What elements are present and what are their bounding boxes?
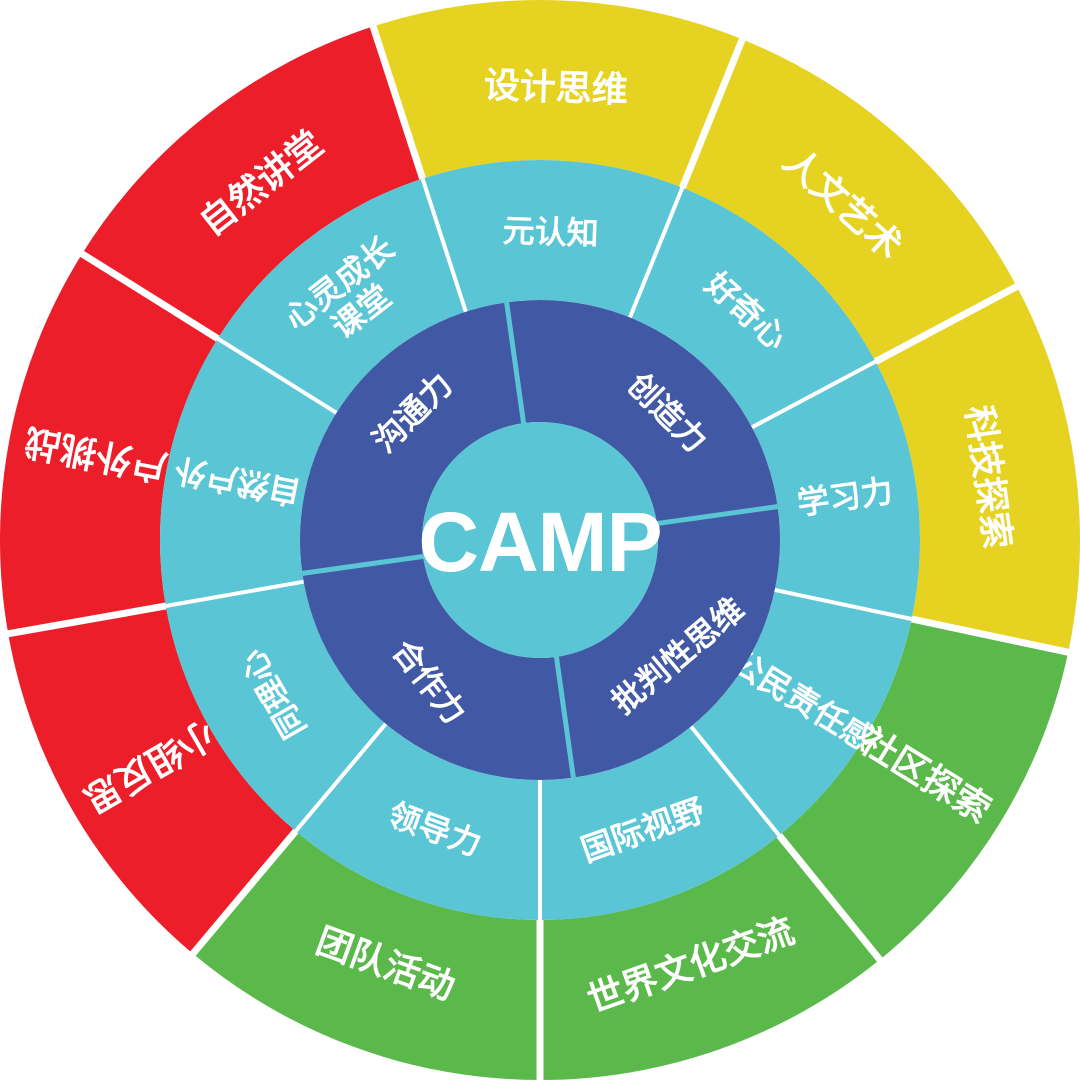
inner-divider [504, 301, 527, 424]
middle-segment [629, 187, 876, 428]
outer-divider [776, 833, 886, 965]
middle-divider [420, 177, 468, 313]
outer-segment [373, 0, 743, 188]
outer-divider [679, 34, 748, 189]
inner-divider [553, 656, 576, 779]
outer-segment [8, 605, 296, 954]
outer-segment [192, 831, 540, 1080]
outer-segment [540, 835, 880, 1080]
outer-segment [682, 39, 1017, 362]
middle-segment [422, 160, 683, 318]
middle-segment [165, 581, 386, 832]
inner-segment [506, 300, 778, 524]
outer-divider [368, 21, 426, 180]
middle-segment [751, 361, 921, 620]
middle-divider [774, 587, 913, 621]
middle-segment [217, 178, 466, 413]
outer-divider [910, 615, 1073, 657]
middle-segment [540, 726, 780, 920]
inner-divider [301, 553, 424, 576]
outer-segment [779, 619, 1069, 960]
inner-segment [300, 302, 524, 574]
center-circle [422, 422, 658, 658]
outer-divider [76, 248, 220, 342]
middle-divider [689, 725, 781, 837]
middle-divider [628, 186, 685, 319]
middle-divider [294, 722, 388, 833]
inner-segment [302, 556, 574, 780]
inner-ring: 沟通力创造力批判性思维合作力 [300, 300, 780, 780]
center-label: CAMP [418, 495, 661, 589]
middle-segment-label: 元认知 [502, 212, 599, 253]
middle-divider [165, 579, 304, 608]
middle-divider [750, 359, 877, 430]
inner-divider [656, 504, 779, 527]
middle-segment [691, 589, 912, 836]
middle-segment [160, 338, 337, 606]
outer-divider [187, 828, 299, 959]
middle-segment [295, 723, 540, 920]
inner-segment [556, 506, 780, 778]
middle-divider [216, 336, 338, 415]
outer-segment [875, 286, 1080, 653]
outer-segment [82, 26, 423, 339]
outer-segment-label: 设计思维 [483, 65, 628, 111]
outer-segment [0, 253, 218, 634]
outer-divider [873, 281, 1022, 365]
center-hub: CAMP [418, 422, 663, 658]
outer-divider [3, 602, 167, 638]
